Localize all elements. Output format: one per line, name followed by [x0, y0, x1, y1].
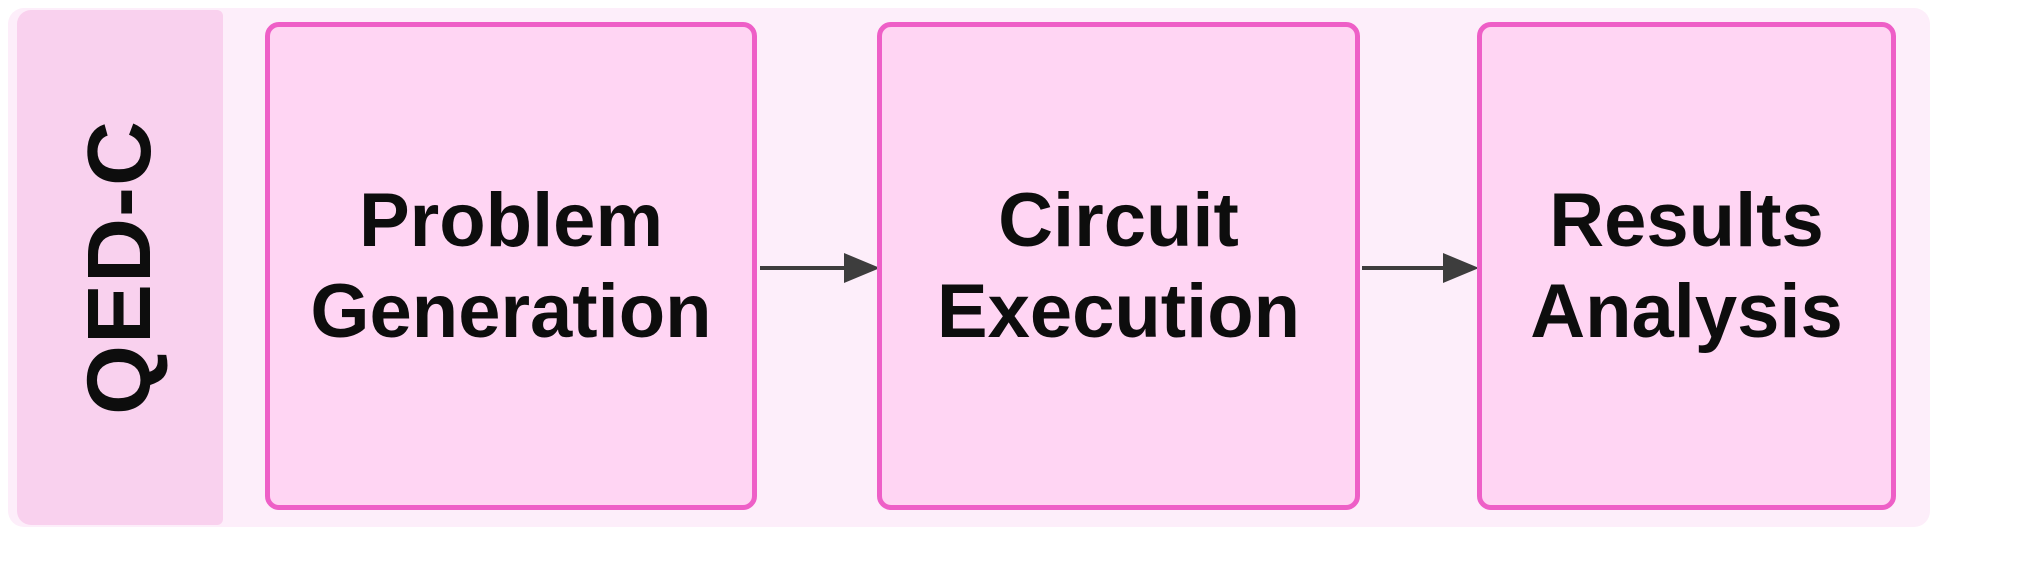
qedc-group: QED-C Problem Generation Circuit Executi… [8, 8, 1930, 527]
arrow-head-icon [844, 253, 880, 283]
node-circuit-execution-label: Circuit Execution [936, 177, 1301, 354]
arrow-line [1362, 266, 1445, 270]
node-results-analysis: Results Analysis [1477, 22, 1896, 510]
node-circuit-execution: Circuit Execution [877, 22, 1360, 510]
node-problem-generation-label: Problem Generation [310, 177, 712, 354]
arrow-line [760, 266, 846, 270]
qedc-group-label: QED-C [69, 120, 170, 415]
node-problem-generation: Problem Generation [265, 22, 757, 510]
arrow-head-icon [1443, 253, 1479, 283]
qedc-group-label-strip: QED-C [17, 10, 223, 525]
node-results-analysis-label: Results Analysis [1530, 177, 1843, 354]
